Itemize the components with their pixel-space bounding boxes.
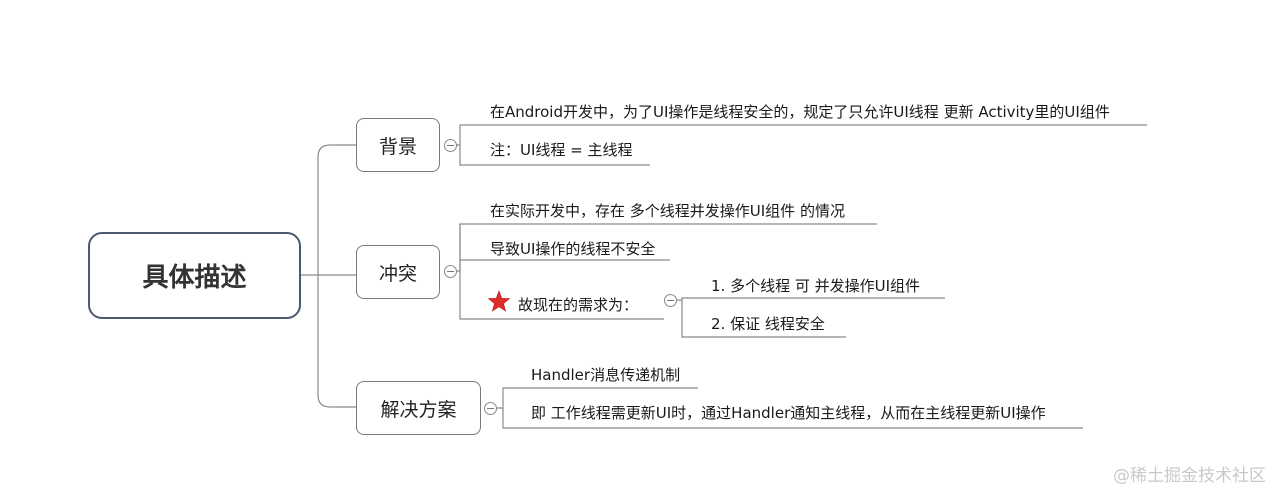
collapse-toggle-icon[interactable] — [664, 294, 677, 307]
collapse-toggle-icon[interactable] — [444, 265, 457, 278]
collapse-toggle-icon[interactable] — [444, 139, 457, 152]
leaf-item: 在Android开发中，为了UI操作是线程安全的，规定了只允许UI线程 更新 A… — [490, 103, 1110, 121]
leaf-item: Handler消息传递机制 — [531, 366, 681, 384]
leaf-item: 故现在的需求为： — [518, 296, 639, 314]
sub-leaf-item: 1. 多个线程 可 并发操作UI组件 — [711, 277, 921, 295]
collapse-toggle-icon[interactable] — [484, 402, 497, 415]
leaf-item: 在实际开发中，存在 多个线程并发操作UI组件 的情况 — [490, 202, 845, 220]
branch-node-conflict[interactable]: 冲突 — [356, 245, 440, 299]
branch-label: 解决方案 — [380, 398, 457, 421]
root-label: 具体描述 — [142, 263, 247, 293]
watermark: @稀土掘金技术社区 — [1113, 466, 1266, 486]
leaf-item: 导致UI操作的线程不安全 — [490, 240, 656, 258]
sub-leaf-item: 2. 保证 线程安全 — [711, 315, 825, 333]
branch-node-background[interactable]: 背景 — [356, 118, 440, 172]
star-icon — [487, 290, 511, 312]
branch-node-solution[interactable]: 解决方案 — [356, 381, 481, 435]
branch-label: 背景 — [378, 135, 417, 158]
leaf-item: 即 工作线程需更新UI时，通过Handler通知主线程，从而在主线程更新UI操作 — [531, 404, 1046, 422]
root-node[interactable]: 具体描述 — [88, 232, 301, 319]
leaf-item: 注：UI线程 = 主线程 — [490, 141, 633, 159]
branch-label: 冲突 — [378, 262, 417, 285]
